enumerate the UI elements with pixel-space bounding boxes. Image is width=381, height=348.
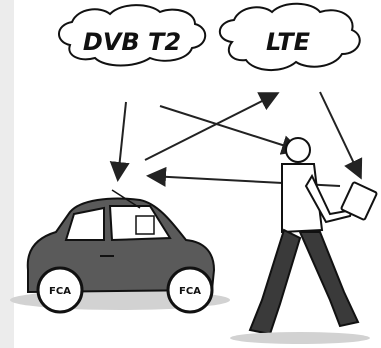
dvb-t2-label: DVB T2 [83,28,181,56]
lte-label: LTE [266,28,311,56]
person-shadow [230,332,370,344]
rear-wheel-badge: FCA [49,286,71,297]
dvb-t2-cloud: DVB T2 [59,5,205,65]
car-screen-icon [136,216,154,234]
front-wheel-badge: FCA [179,286,201,297]
person-head [286,138,310,162]
